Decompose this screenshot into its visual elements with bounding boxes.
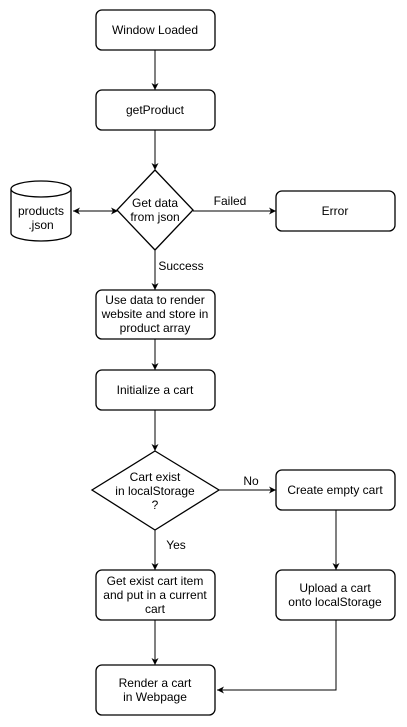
svg-text:Error: Error [322, 204, 349, 218]
node-label-line: product array [120, 321, 191, 335]
node-label-line: and put in a current [103, 588, 207, 602]
node-label-line: .json [28, 218, 53, 232]
node-label-line: in localStorage [115, 484, 195, 498]
node-label-line: Use data to render [105, 293, 204, 307]
edge-label-yes: Yes [166, 538, 186, 552]
edge-label-no: No [243, 474, 259, 488]
node-label-line: onto localStorage [288, 595, 382, 609]
node-label-line: in Webpage [123, 690, 187, 704]
svg-text:Initialize a cart: Initialize a cart [117, 383, 194, 397]
node-label-line: Render a cart [119, 676, 192, 690]
node-label-line: Cart exist [130, 470, 181, 484]
edge-label-failed: Failed [214, 194, 247, 208]
node-label-line: Create empty cart [287, 483, 383, 497]
node-label-line: Error [322, 204, 349, 218]
node-label-line: Get exist cart item [107, 574, 204, 588]
node-error: Error [275, 190, 396, 232]
edges [73, 50, 340, 694]
node-products-json-database: products.json [10, 180, 72, 242]
node-create-empty-cart: Create empty cart [275, 469, 396, 511]
node-label-line: products [18, 204, 64, 218]
node-label-line: from json [130, 210, 179, 224]
node-label-line: Initialize a cart [117, 383, 194, 397]
svg-text:Window Loaded: Window Loaded [112, 23, 198, 37]
node-label-line: getProduct [126, 103, 185, 117]
svg-text:products.json: products.json [18, 204, 64, 232]
svg-text:getProduct: getProduct [126, 103, 185, 117]
svg-text:Create empty cart: Create empty cart [287, 483, 383, 497]
node-get-product: getProduct [95, 89, 216, 131]
node-window-loaded: Window Loaded [95, 9, 216, 51]
node-label-line: Window Loaded [112, 23, 198, 37]
node-label-line: cart [145, 602, 166, 616]
node-label-line: ? [152, 498, 159, 512]
edge-label-success: Success [158, 259, 203, 273]
edge-uploadcart-to-rendercart [217, 620, 337, 694]
node-label-line: Upload a cart [299, 581, 371, 595]
node-label-line: website and store in [101, 307, 209, 321]
node-label-line: Get data [132, 196, 178, 210]
node-initialize-cart: Initialize a cart [95, 369, 216, 411]
